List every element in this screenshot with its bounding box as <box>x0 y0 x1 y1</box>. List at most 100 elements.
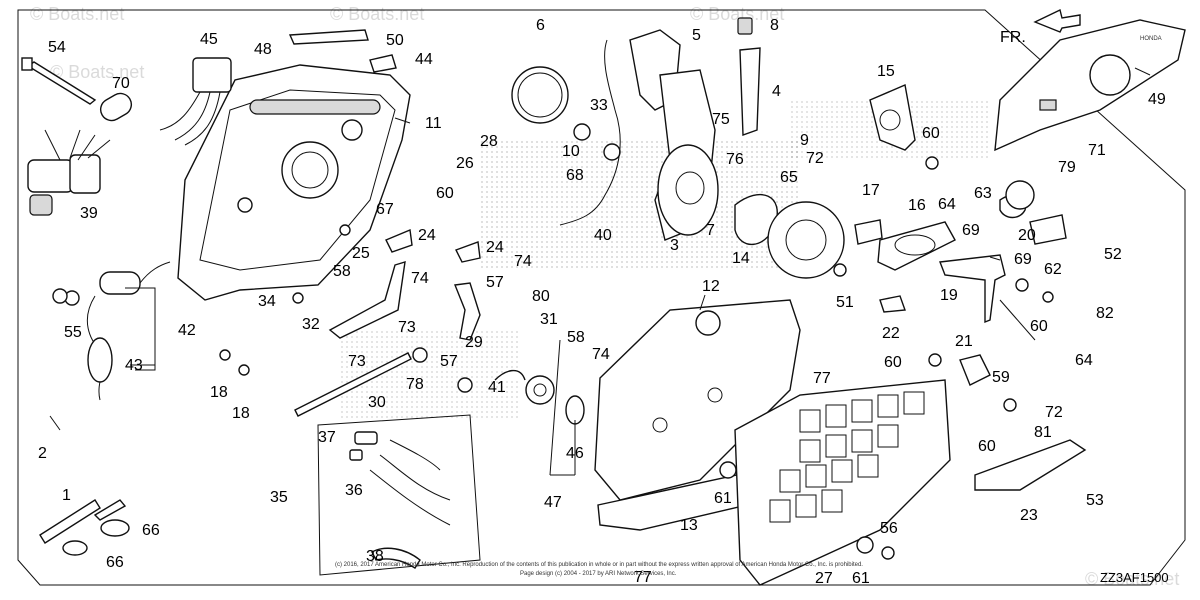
callout-52: 52 <box>1104 246 1122 263</box>
callout-50: 50 <box>386 32 404 49</box>
callout-60b: 60 <box>922 125 940 142</box>
callout-35: 35 <box>270 489 288 506</box>
callout-63: 63 <box>974 185 992 202</box>
diagram-code: ZZ3AF1500 <box>1100 570 1169 585</box>
callout-61: 61 <box>714 490 732 507</box>
callout-31: 31 <box>540 311 558 328</box>
callout-11: 11 <box>425 115 442 132</box>
rod-30 <box>294 352 412 417</box>
callout-74c: 74 <box>592 346 610 363</box>
ignition-switch <box>27 57 232 216</box>
callout-73b: 73 <box>348 353 366 370</box>
callout-32: 32 <box>302 316 320 333</box>
watermark: © Boats.net <box>1085 569 1179 589</box>
brand-label: HONDA <box>1140 36 1162 42</box>
callout-23: 23 <box>1020 507 1038 524</box>
callout-18: 18 <box>210 384 228 401</box>
callout-12: 12 <box>702 278 720 295</box>
callout-78: 78 <box>406 376 424 393</box>
watermark-group: © Boats.net © Boats.net © Boats.net © Bo… <box>30 4 1179 589</box>
callout-60d: 60 <box>884 354 902 371</box>
callout-66b: 66 <box>106 554 124 571</box>
callout-74: 74 <box>411 270 429 287</box>
callout-53: 53 <box>1086 492 1104 509</box>
callout-25: 25 <box>352 245 370 262</box>
callout-57b: 57 <box>440 353 458 370</box>
cover-left <box>177 64 411 301</box>
callout-64: 64 <box>938 196 956 213</box>
callout-75: 75 <box>712 111 730 128</box>
grid-plate <box>734 379 951 586</box>
callout-77: 77 <box>813 370 831 387</box>
callout-74b: 74 <box>514 253 532 270</box>
callout-15: 15 <box>877 63 895 80</box>
callout-7: 7 <box>706 222 715 239</box>
watermark: © Boats.net <box>50 62 144 82</box>
callout-55: 55 <box>64 324 82 341</box>
callout-29: 29 <box>465 334 483 351</box>
callout-43: 43 <box>125 357 143 374</box>
callout-69b: 69 <box>1014 251 1032 268</box>
pin-and-clips <box>39 499 130 556</box>
callout-37: 37 <box>318 429 336 446</box>
callout-81: 81 <box>1034 424 1052 441</box>
callout-70: 70 <box>112 75 130 92</box>
callout-24: 24 <box>418 227 436 244</box>
callout-4: 4 <box>772 83 781 100</box>
callout-21: 21 <box>955 333 973 350</box>
callout-8: 8 <box>770 17 779 34</box>
callout-17: 17 <box>862 182 880 199</box>
callout-76: 76 <box>726 151 744 168</box>
assembly-outline <box>17 9 1186 586</box>
callout-66: 66 <box>142 522 160 539</box>
callout-60: 60 <box>436 185 454 202</box>
callout-34: 34 <box>258 293 276 310</box>
callout-82: 82 <box>1096 305 1114 322</box>
callout-22: 22 <box>882 325 900 342</box>
callout-58b: 58 <box>567 329 585 346</box>
callout-14: 14 <box>732 250 750 267</box>
callout-44: 44 <box>415 51 433 68</box>
watermark: © Boats.net <box>30 4 124 24</box>
callout-54: 54 <box>48 39 66 56</box>
callout-49: 49 <box>1148 91 1166 108</box>
callout-68: 68 <box>566 167 584 184</box>
callout-36: 36 <box>345 482 363 499</box>
callout-42: 42 <box>178 322 196 339</box>
front-label: FR. <box>1000 29 1026 46</box>
callout-65: 65 <box>780 169 798 186</box>
callout-80: 80 <box>532 288 550 305</box>
callout-28: 28 <box>480 133 498 150</box>
copyright-text-2: Page design (c) 2004 - 2017 by ARI Netwo… <box>520 571 677 577</box>
copyright-text: (c) 2016, 2017 American Honda Motor Co.,… <box>335 562 863 568</box>
callout-45: 45 <box>200 31 218 48</box>
right-brackets <box>854 84 1067 271</box>
callout-61b: 61 <box>852 570 870 587</box>
watermark: © Boats.net <box>690 4 784 24</box>
cover-top-right: HONDA FR. <box>994 8 1186 152</box>
callout-46: 46 <box>566 445 584 462</box>
callout-2: 2 <box>38 445 47 462</box>
leader-lines <box>49 67 1151 476</box>
callout-71: 71 <box>1088 142 1106 159</box>
callout-9: 9 <box>800 132 809 149</box>
callout-48: 48 <box>254 41 272 58</box>
callout-51: 51 <box>836 294 854 311</box>
callout-16: 16 <box>908 197 926 214</box>
callout-19: 19 <box>940 287 958 304</box>
callout-10: 10 <box>562 143 580 160</box>
lever-parts <box>511 17 845 279</box>
callout-47: 47 <box>544 494 562 511</box>
callout-79: 79 <box>1058 159 1076 176</box>
callout-1: 1 <box>62 487 71 504</box>
callout-3: 3 <box>670 237 679 254</box>
callout-18b: 18 <box>232 405 250 422</box>
callout-69: 69 <box>962 222 980 239</box>
callout-67: 67 <box>376 201 394 218</box>
callout-39: 39 <box>80 205 98 222</box>
callout-13: 13 <box>680 517 698 534</box>
buzzer-assembly <box>64 261 171 401</box>
callout-72: 72 <box>806 150 824 167</box>
callout-72b: 72 <box>1045 404 1063 421</box>
